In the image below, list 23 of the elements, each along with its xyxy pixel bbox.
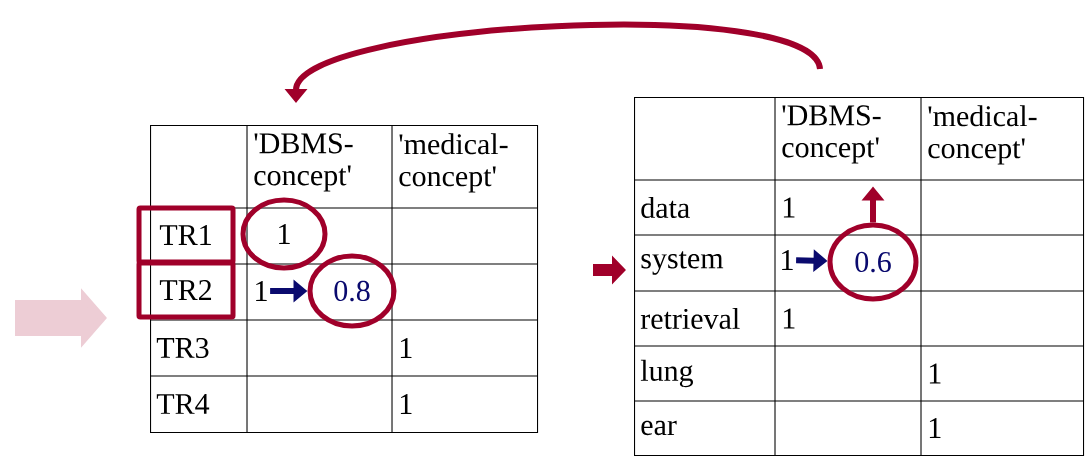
cell-text: system (641, 251, 724, 275)
table (149, 124, 539, 434)
highlight-box: TR1 (136, 205, 236, 265)
cell-text: 1 (929, 363, 941, 384)
cell-text: TR3 (156, 337, 209, 359)
column-header: 'medical-concept' (399, 133, 508, 193)
cell-text: TR4 (156, 394, 210, 414)
column-header: 'DBMS-concept' (254, 133, 353, 192)
table (633, 96, 1085, 456)
cell-text: 1 (400, 338, 412, 358)
cell-text: lung (640, 359, 694, 388)
highlight-box: TR2 (136, 260, 236, 320)
cell-value: 1 (782, 250, 793, 270)
cell-text: ear (641, 420, 677, 436)
cell-value: 1 (256, 281, 267, 301)
cell-text: retrieval (640, 307, 740, 330)
column-header: 'medical-concept' (928, 105, 1037, 165)
cell-text: data (641, 196, 690, 219)
cell-text: 1 (400, 394, 412, 414)
column-header: 'DBMS-concept' (782, 105, 881, 164)
cell-text: 1 (783, 308, 795, 329)
cell-text: 1 (783, 197, 795, 218)
cell-text: 1 (929, 418, 941, 438)
